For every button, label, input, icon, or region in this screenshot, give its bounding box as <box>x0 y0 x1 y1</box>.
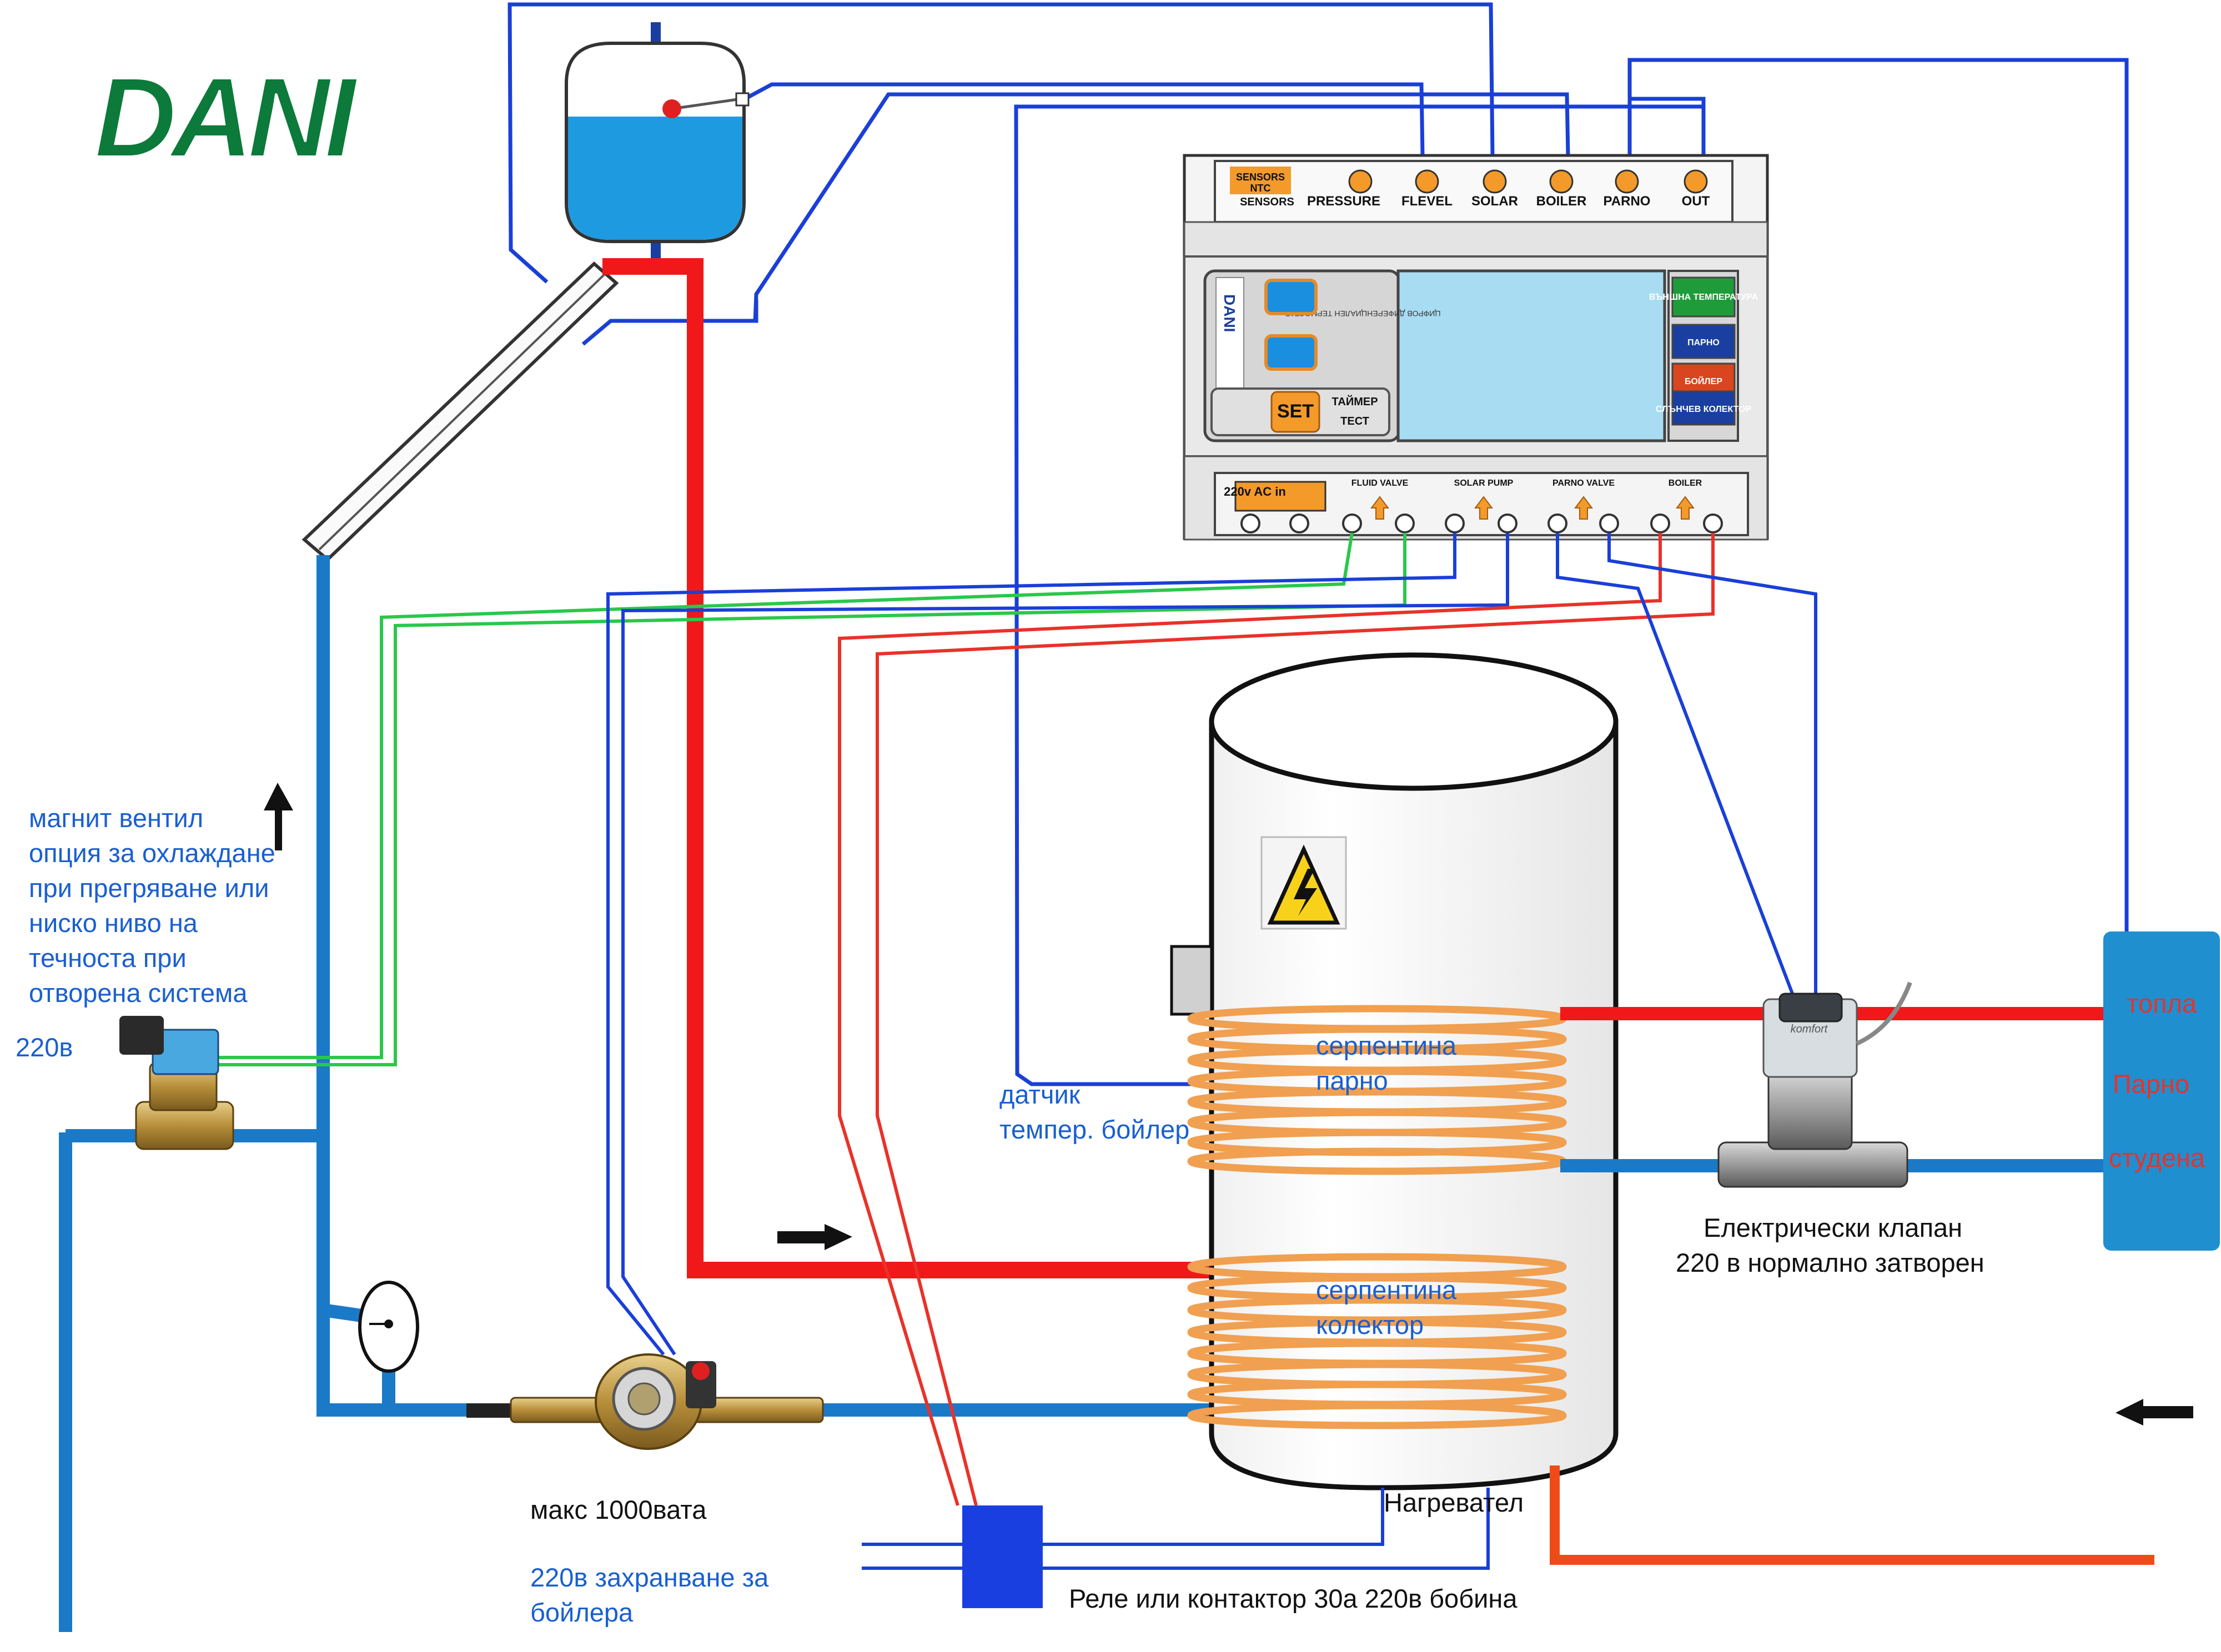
heating-hot-label: топла <box>2127 989 2197 1018</box>
boiler-supply-label: 220в захранване за бойлера <box>530 1560 768 1630</box>
output-label-solar-pump: SOLAR PUMP <box>1454 479 1514 488</box>
solenoid-valve <box>119 1016 234 1150</box>
output-terminals <box>1240 513 1723 533</box>
solar-collector <box>302 261 619 562</box>
heater-label: Нагревател <box>1384 1488 1524 1517</box>
output-arrows <box>1370 496 1695 520</box>
heating-name-label: Парно <box>2113 1069 2190 1099</box>
sensor-terminals <box>1348 169 1708 194</box>
button-label-collector: СЛЪНЧЕВ КОЛЕКТОР <box>1656 405 1751 414</box>
small-expansion-vessel <box>358 1281 419 1373</box>
relay-box <box>962 1505 1043 1608</box>
timer-label: ТАЙМЕР <box>1331 395 1378 408</box>
sensor-label-ntc: NTC <box>1250 183 1271 194</box>
solenoid-note-line: опция за охлаждане <box>29 838 275 868</box>
solenoid-note-line: при прегряване или <box>29 873 269 903</box>
heating-tank <box>2103 931 2220 1251</box>
valve-wires <box>1556 533 1817 998</box>
sensor-labels: SENSORS NTC SENSORS PRESSURE FLEVEL SOLA… <box>1230 167 1710 209</box>
relay-wires <box>838 533 1715 1506</box>
solenoid-wires <box>205 532 1406 1066</box>
logo-text: DANI <box>94 54 358 181</box>
solenoid-note-line: ниско ниво на <box>29 908 198 938</box>
boiler-sensor-label: датчик темпер. бойлер <box>999 1077 1189 1147</box>
button-label-parno: ПАРНО <box>1687 338 1720 347</box>
coil-collector-line: колектор <box>1316 1310 1424 1339</box>
test-label: ТЕСТ <box>1340 415 1369 427</box>
flow-arrows <box>264 783 2193 1426</box>
sensor-label-flevel: FLEVEL <box>1401 194 1453 209</box>
output-label-parno-valve: PARNO VALVE <box>1552 479 1615 488</box>
sensor-wires <box>507 2 2129 1086</box>
sensor-label-sensors: SENSORS <box>1240 196 1294 208</box>
boiler-sensor-line: датчик <box>999 1080 1081 1109</box>
circulation-pump <box>466 1353 824 1450</box>
boiler-supply-line: 220в захранване за <box>530 1563 769 1592</box>
sensor-label-pressure: PRESSURE <box>1307 194 1380 209</box>
boiler-sensor-line: темпер. бойлер <box>999 1115 1190 1144</box>
controller-brand: DANI <box>1221 294 1238 332</box>
expansion-tank-top <box>565 22 750 260</box>
coil-heating <box>1187 1005 1567 1175</box>
logo: DANI <box>93 53 365 182</box>
heater-element-line <box>1550 1465 2154 1565</box>
relay-supply-wires <box>862 1488 1490 1570</box>
valve-note-line: 220 в нормално затворен <box>1676 1248 1984 1277</box>
sensor-label-boiler: BOILER <box>1536 194 1587 209</box>
sensor-label-sensors-box: SENSORS <box>1236 172 1285 183</box>
heating-cold-label: студена <box>2109 1143 2205 1172</box>
output-label-boiler: BOILER <box>1669 479 1702 488</box>
arrow-left-icon <box>2116 1399 2193 1426</box>
sensor-label-parno: PARNO <box>1604 194 1651 209</box>
hot-collector-pipe <box>602 258 1272 1278</box>
arrow-right-icon <box>777 1224 852 1250</box>
controller-side-buttons: ВЪНШНА ТЕМПЕРАТУРА ПАРНО БОЙЛЕР СЛЪНЧЕВ … <box>1649 276 1758 426</box>
power-label: 220v AC in <box>1224 485 1286 498</box>
solenoid-voltage: 220в <box>16 1032 73 1062</box>
pump-power-label: макс 1000вата <box>530 1495 707 1524</box>
sensor-label-out: OUT <box>1682 194 1710 209</box>
solenoid-note: магнит вентил опция за охлаждане при пре… <box>29 800 275 1010</box>
output-labels: 220v AC in FLUID VALVE SOLAR PUMP PARNO … <box>1224 479 1702 512</box>
valve-brand: komfort <box>1791 1023 1828 1035</box>
solenoid-note-line: течноста при <box>29 943 187 973</box>
valve-note-line: Електрически клапан <box>1704 1213 1963 1242</box>
output-label-fluid-valve: FLUID VALVE <box>1351 479 1409 488</box>
coil-collector-label: серпентина колектор <box>1316 1272 1456 1342</box>
boiler-supply-line: бойлера <box>530 1598 634 1627</box>
coil-heating-line: парно <box>1316 1066 1388 1095</box>
coil-heating-label: серпентина парно <box>1316 1028 1456 1098</box>
coil-heating-line: серпентина <box>1316 1031 1457 1060</box>
solenoid-note-line: отворена система <box>29 978 248 1008</box>
arrow-up-icon <box>264 783 293 850</box>
valve-note: Електрически клапан 220 в нормално затво… <box>1676 1210 1984 1280</box>
coil-collector-line: серпентина <box>1316 1275 1457 1305</box>
button-label-boiler: БОЙЛЕР <box>1685 376 1722 386</box>
solenoid-note-line: магнит вентил <box>29 803 204 833</box>
set-button-label: SET <box>1277 401 1314 422</box>
sensor-label-solar: SOLAR <box>1471 194 1518 209</box>
relay-note: Реле или контактор 30а 220в бобина <box>1069 1584 1517 1613</box>
controller-left-panel: DANI ЦИФРОВ ДИФЕРЕНЦИАЛЕН ТЕРМОСТАТ SET … <box>1210 277 1441 436</box>
device-caption: ЦИФРОВ ДИФЕРЕНЦИАЛЕН ТЕРМОСТАТ <box>1285 309 1441 318</box>
pump-wires <box>606 533 1509 1356</box>
coil-collector <box>1187 1253 1567 1429</box>
electric-valve: komfort <box>1717 981 1912 1188</box>
button-label-outside-temp: ВЪНШНА ТЕМПЕРАТУРА <box>1649 293 1758 302</box>
